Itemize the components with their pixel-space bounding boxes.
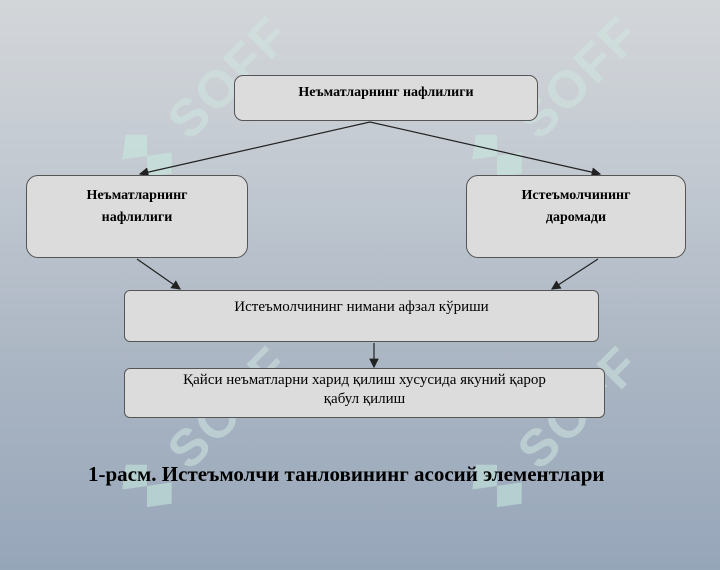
node-middle: Истеъмолчининг нимани афзал кўриши — [124, 290, 599, 342]
arrow-right-to-middle — [550, 258, 599, 290]
node-left-label-line1: Неъматларнинг — [86, 188, 188, 203]
node-top-label: Неъматларнинг нафлилиги — [298, 85, 474, 100]
node-left-label-line2: нафлилиги — [101, 210, 173, 225]
node-left: Неъматларнинг нафлилиги — [26, 175, 248, 258]
arrow-top-to-right — [369, 121, 602, 177]
node-bottom-label-line1: Қайси неъматларни харид қилиш хусусида я… — [183, 372, 546, 388]
node-right: Истеъмолчининг даромади — [466, 175, 686, 258]
arrow-left-to-middle — [136, 258, 181, 290]
node-middle-label: Истеъмолчининг нимани афзал кўриши — [234, 299, 489, 315]
node-right-label-line1: Истеъмолчининг — [521, 188, 631, 203]
node-bottom: Қайси неъматларни харид қилиш хусусида я… — [124, 368, 605, 418]
node-right-label-line2: даромади — [545, 210, 607, 225]
figure-caption: 1-расм. Истеъмолчи танловининг асосий эл… — [88, 462, 605, 486]
arrow-top-to-left — [138, 121, 371, 177]
node-top: Неъматларнинг нафлилиги — [234, 75, 538, 121]
node-bottom-label-line2: қабул қилиш — [323, 391, 406, 407]
